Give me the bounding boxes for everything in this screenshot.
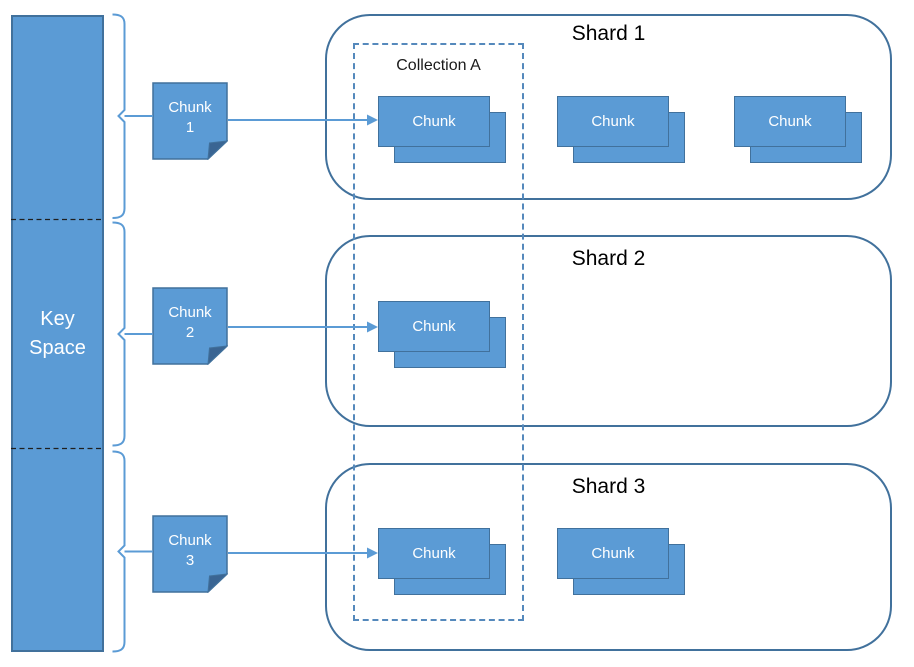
collection-a-label: Collection A (396, 57, 481, 74)
shard-1-chunk-stack-2: Chunk (557, 96, 686, 164)
chunk-1-label-line1: Chunk (168, 99, 212, 116)
shard-3-chunk-stack-1: Chunk (378, 528, 507, 596)
chunk-2-note: Chunk 2 (152, 287, 228, 365)
chunk-2-label-line1: Chunk (168, 304, 212, 321)
folded-corner-note-icon (152, 82, 228, 160)
chunk-3-label-line2: 3 (185, 552, 195, 569)
key-space-label-line2: Space (29, 336, 86, 359)
shard-3-container (325, 463, 892, 651)
shard-3-chunk-stack-2: Chunk (557, 528, 686, 596)
chunk-front-rect: Chunk (557, 96, 669, 147)
chunk-front-rect: Chunk (734, 96, 846, 147)
shard-1-container (325, 14, 892, 200)
chunk-1-label-line2: 1 (185, 119, 195, 136)
shard-1-title: Shard 1 (571, 22, 646, 45)
chunk-2-label-line2: 2 (185, 324, 195, 341)
key-space-bar: Key Space (11, 15, 104, 652)
shard-2-title: Shard 2 (571, 247, 646, 270)
chunk-front-rect: Chunk (378, 528, 490, 579)
keyspace-brace-2-icon (112, 221, 126, 447)
chunk-front-rect: Chunk (557, 528, 669, 579)
folded-corner-note-icon (152, 287, 228, 365)
keyspace-brace-3-icon (112, 450, 126, 653)
keyspace-brace-1-icon (112, 13, 126, 219)
shard-2-chunk-stack-1: Chunk (378, 301, 507, 369)
shard-3-title: Shard 3 (571, 475, 646, 498)
chunk-front-rect: Chunk (378, 301, 490, 352)
shard-1-chunk-stack-3: Chunk (734, 96, 863, 164)
chunk-3-label-line1: Chunk (168, 532, 212, 549)
shard-2-container (325, 235, 892, 427)
chunk-3-note: Chunk 3 (152, 515, 228, 593)
chunk-1-note: Chunk 1 (152, 82, 228, 160)
key-space-label-line1: Key (40, 307, 75, 330)
chunk-front-rect: Chunk (378, 96, 490, 147)
collection-a-box: Collection A (353, 43, 524, 621)
folded-corner-note-icon (152, 515, 228, 593)
shard-1-chunk-stack-1: Chunk (378, 96, 507, 164)
